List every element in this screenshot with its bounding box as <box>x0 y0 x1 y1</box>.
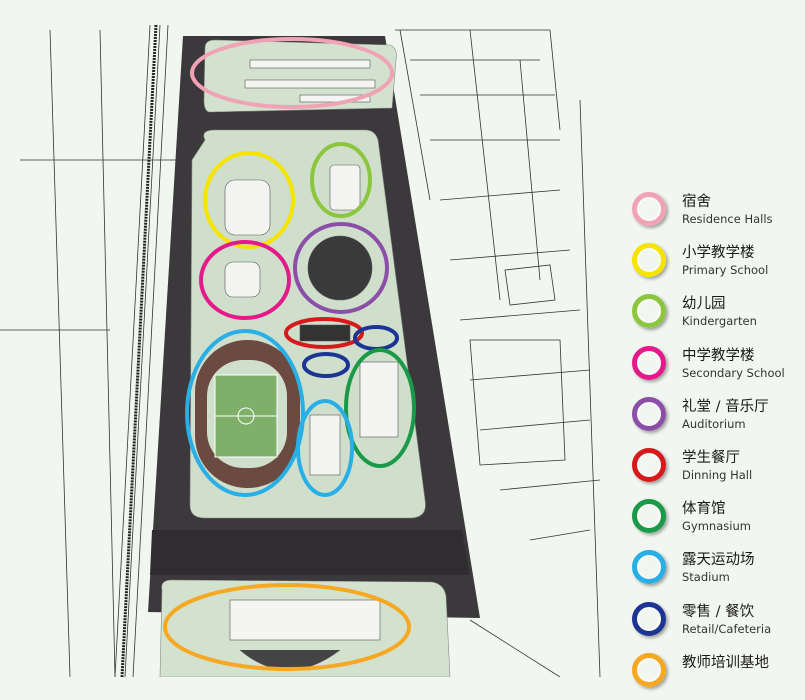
legend-label-zh: 教师培训基地 <box>682 654 769 671</box>
legend-label-zh: 小学教学楼 <box>682 245 755 262</box>
legend-label-en: Retail/Cafeteria <box>682 621 772 636</box>
legend-label-zh: 幼儿园 <box>682 296 726 313</box>
legend-item: 宿舍 Residence Halls <box>630 188 805 239</box>
legend-item: 学生餐厅 Dinning Hall <box>630 444 805 495</box>
legend-item: 体育馆 Gymnasium <box>630 495 805 546</box>
zone-residence-halls <box>190 37 394 109</box>
legend-label-en: Dinning Hall <box>682 467 753 482</box>
residence-lot <box>203 39 397 113</box>
legend-item: 礼堂 / 音乐厅 Auditorium <box>630 393 805 444</box>
legend-item: 教师培训基地 <box>630 649 805 700</box>
ring-icon <box>632 294 666 329</box>
legend-label-en: Gymnasium <box>682 519 751 534</box>
ring-icon <box>632 550 666 585</box>
site-plan-map <box>0 24 601 677</box>
legend: 宿舍 Residence Halls 小学教学楼 Primary School … <box>630 188 805 700</box>
running-track <box>195 340 300 488</box>
railway <box>120 24 158 677</box>
ring-icon <box>632 652 666 687</box>
zone-secondary-school <box>199 240 291 320</box>
ring-icon <box>632 601 666 636</box>
legend-label-en: Auditorium <box>682 416 746 431</box>
zone-gymnasium <box>344 348 416 468</box>
legend-item: 露天运动场 Stadium <box>630 546 805 597</box>
context-linework <box>0 24 601 677</box>
zone-kindergarten <box>310 142 372 218</box>
road-band <box>150 530 470 575</box>
ring-icon <box>632 192 666 226</box>
zone-stadium <box>185 329 305 497</box>
ring-icon <box>632 447 666 482</box>
ring-icon <box>632 499 666 534</box>
legend-label-zh: 露天运动场 <box>682 552 755 569</box>
legend-item: 零售 / 餐饮 Retail/Cafeteria <box>630 598 805 649</box>
zone-dining-hall <box>284 317 364 349</box>
legend-label-en: Stadium <box>682 570 730 585</box>
legend-label-zh: 礼堂 / 音乐厅 <box>682 398 769 415</box>
zone-stadium-2 <box>296 399 354 497</box>
zone-retail-2 <box>302 352 350 378</box>
zone-primary-school <box>203 151 295 249</box>
ring-icon <box>632 243 666 278</box>
legend-label-zh: 零售 / 餐饮 <box>682 603 755 620</box>
ring-icon <box>632 345 666 380</box>
zone-auditorium <box>293 222 389 314</box>
legend-label-zh: 体育馆 <box>682 501 726 518</box>
legend-label-en: Kindergarten <box>682 314 757 329</box>
zone-teacher-training <box>163 583 411 671</box>
legend-label-zh: 宿舍 <box>682 194 711 210</box>
legend-item: 幼儿园 Kindergarten <box>630 290 805 341</box>
legend-label-en: Residence Halls <box>682 212 773 226</box>
ring-icon <box>632 396 666 431</box>
legend-label-zh: 中学教学楼 <box>682 347 755 364</box>
legend-label-en: Secondary School <box>682 365 785 380</box>
legend-label-zh: 学生餐厅 <box>682 449 740 466</box>
legend-item: 中学教学楼 Secondary School <box>630 342 805 393</box>
legend-item: 小学教学楼 Primary School <box>630 239 805 290</box>
legend-label-en: Primary School <box>682 263 769 278</box>
buildings <box>224 59 399 671</box>
